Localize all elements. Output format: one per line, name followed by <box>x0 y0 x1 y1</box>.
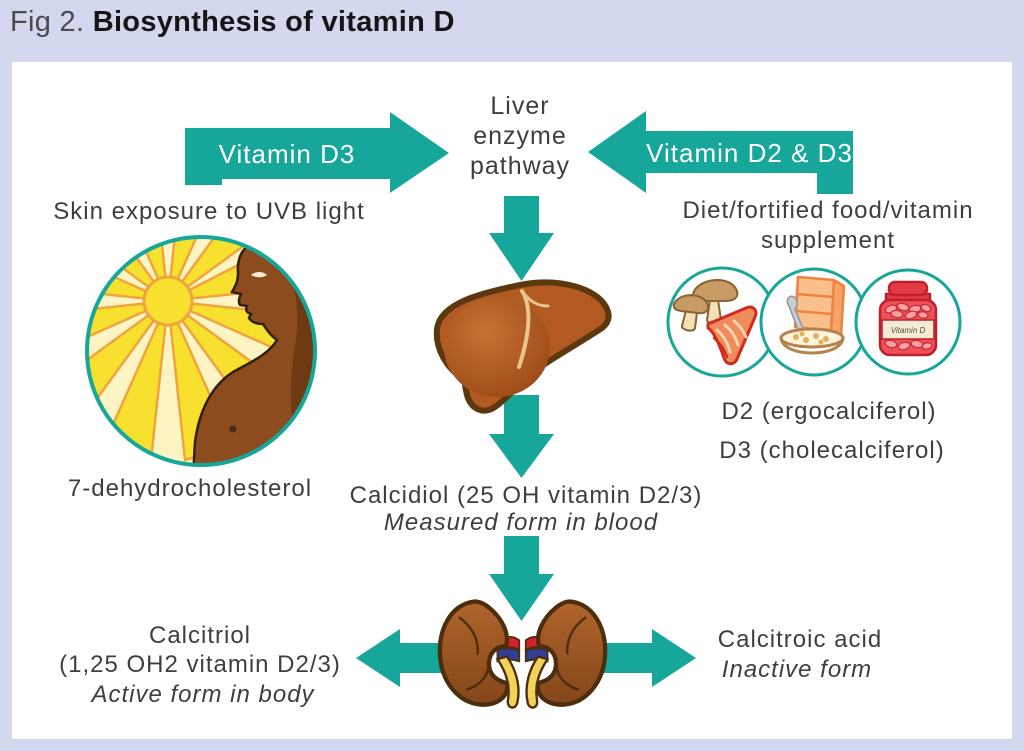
arrow-vitamin-d2-d3 <box>588 111 853 194</box>
jar-label: Vitamin D <box>891 326 926 335</box>
arrow-vitamin-d3 <box>185 112 449 193</box>
arrow-down-to-kidneys <box>489 536 554 621</box>
dehydrocholesterol-label: 7-dehydrocholesterol <box>67 475 313 502</box>
arrow-left-to-calcitriol <box>356 629 450 687</box>
arrow-vitamin-d3-label: Vitamin D3 <box>218 139 356 169</box>
figure-title-text: Biosynthesis of vitamin D <box>92 6 455 38</box>
figure-title: Fig 2. Biosynthesis of vitamin D <box>10 6 455 39</box>
figure-number: Fig 2. <box>10 6 85 38</box>
calcidiol-label: Calcidiol (25 OH vitamin D2/3) <box>349 482 703 509</box>
arrow-vitamin-d2-d3-label: Vitamin D2 & D3 <box>646 138 853 168</box>
calcitriol-note: Active form in body <box>91 681 315 708</box>
d2-ergocalciferol-label: D2 (ergocalciferol) <box>721 398 937 425</box>
calcitroic-acid-note: Inactive form <box>721 656 873 683</box>
liver-icon <box>433 279 612 414</box>
calcidiol-note: Measured form in blood <box>383 509 659 536</box>
vitamin-jar-icon: Vitamin D <box>854 268 962 376</box>
sun-person-icon <box>85 235 317 467</box>
arrow-right-to-calcitroic-acid <box>602 629 696 687</box>
liver-enzyme-pathway-label: Liver enzyme pathway <box>469 92 571 180</box>
calcitriol-formula: (1,25 OH2 vitamin D2/3) <box>59 651 341 678</box>
arrow-down-to-liver <box>489 196 554 281</box>
arrow-down-from-liver <box>489 395 554 478</box>
d3-cholecalciferol-label: D3 (cholecalciferol) <box>719 437 945 464</box>
calcitroic-acid-label: Calcitroic acid <box>717 626 883 653</box>
person-eye <box>251 272 267 278</box>
skin-uvb-label: Skin exposure to UVB light <box>53 198 365 225</box>
mushrooms-salmon-icon <box>666 266 778 378</box>
kidneys-icon <box>435 597 610 715</box>
calcitriol-label: Calcitriol <box>148 622 251 649</box>
cereal-bowl-icon <box>759 267 869 377</box>
diet-label: Diet/fortified food/vitamin supplement <box>682 197 974 254</box>
